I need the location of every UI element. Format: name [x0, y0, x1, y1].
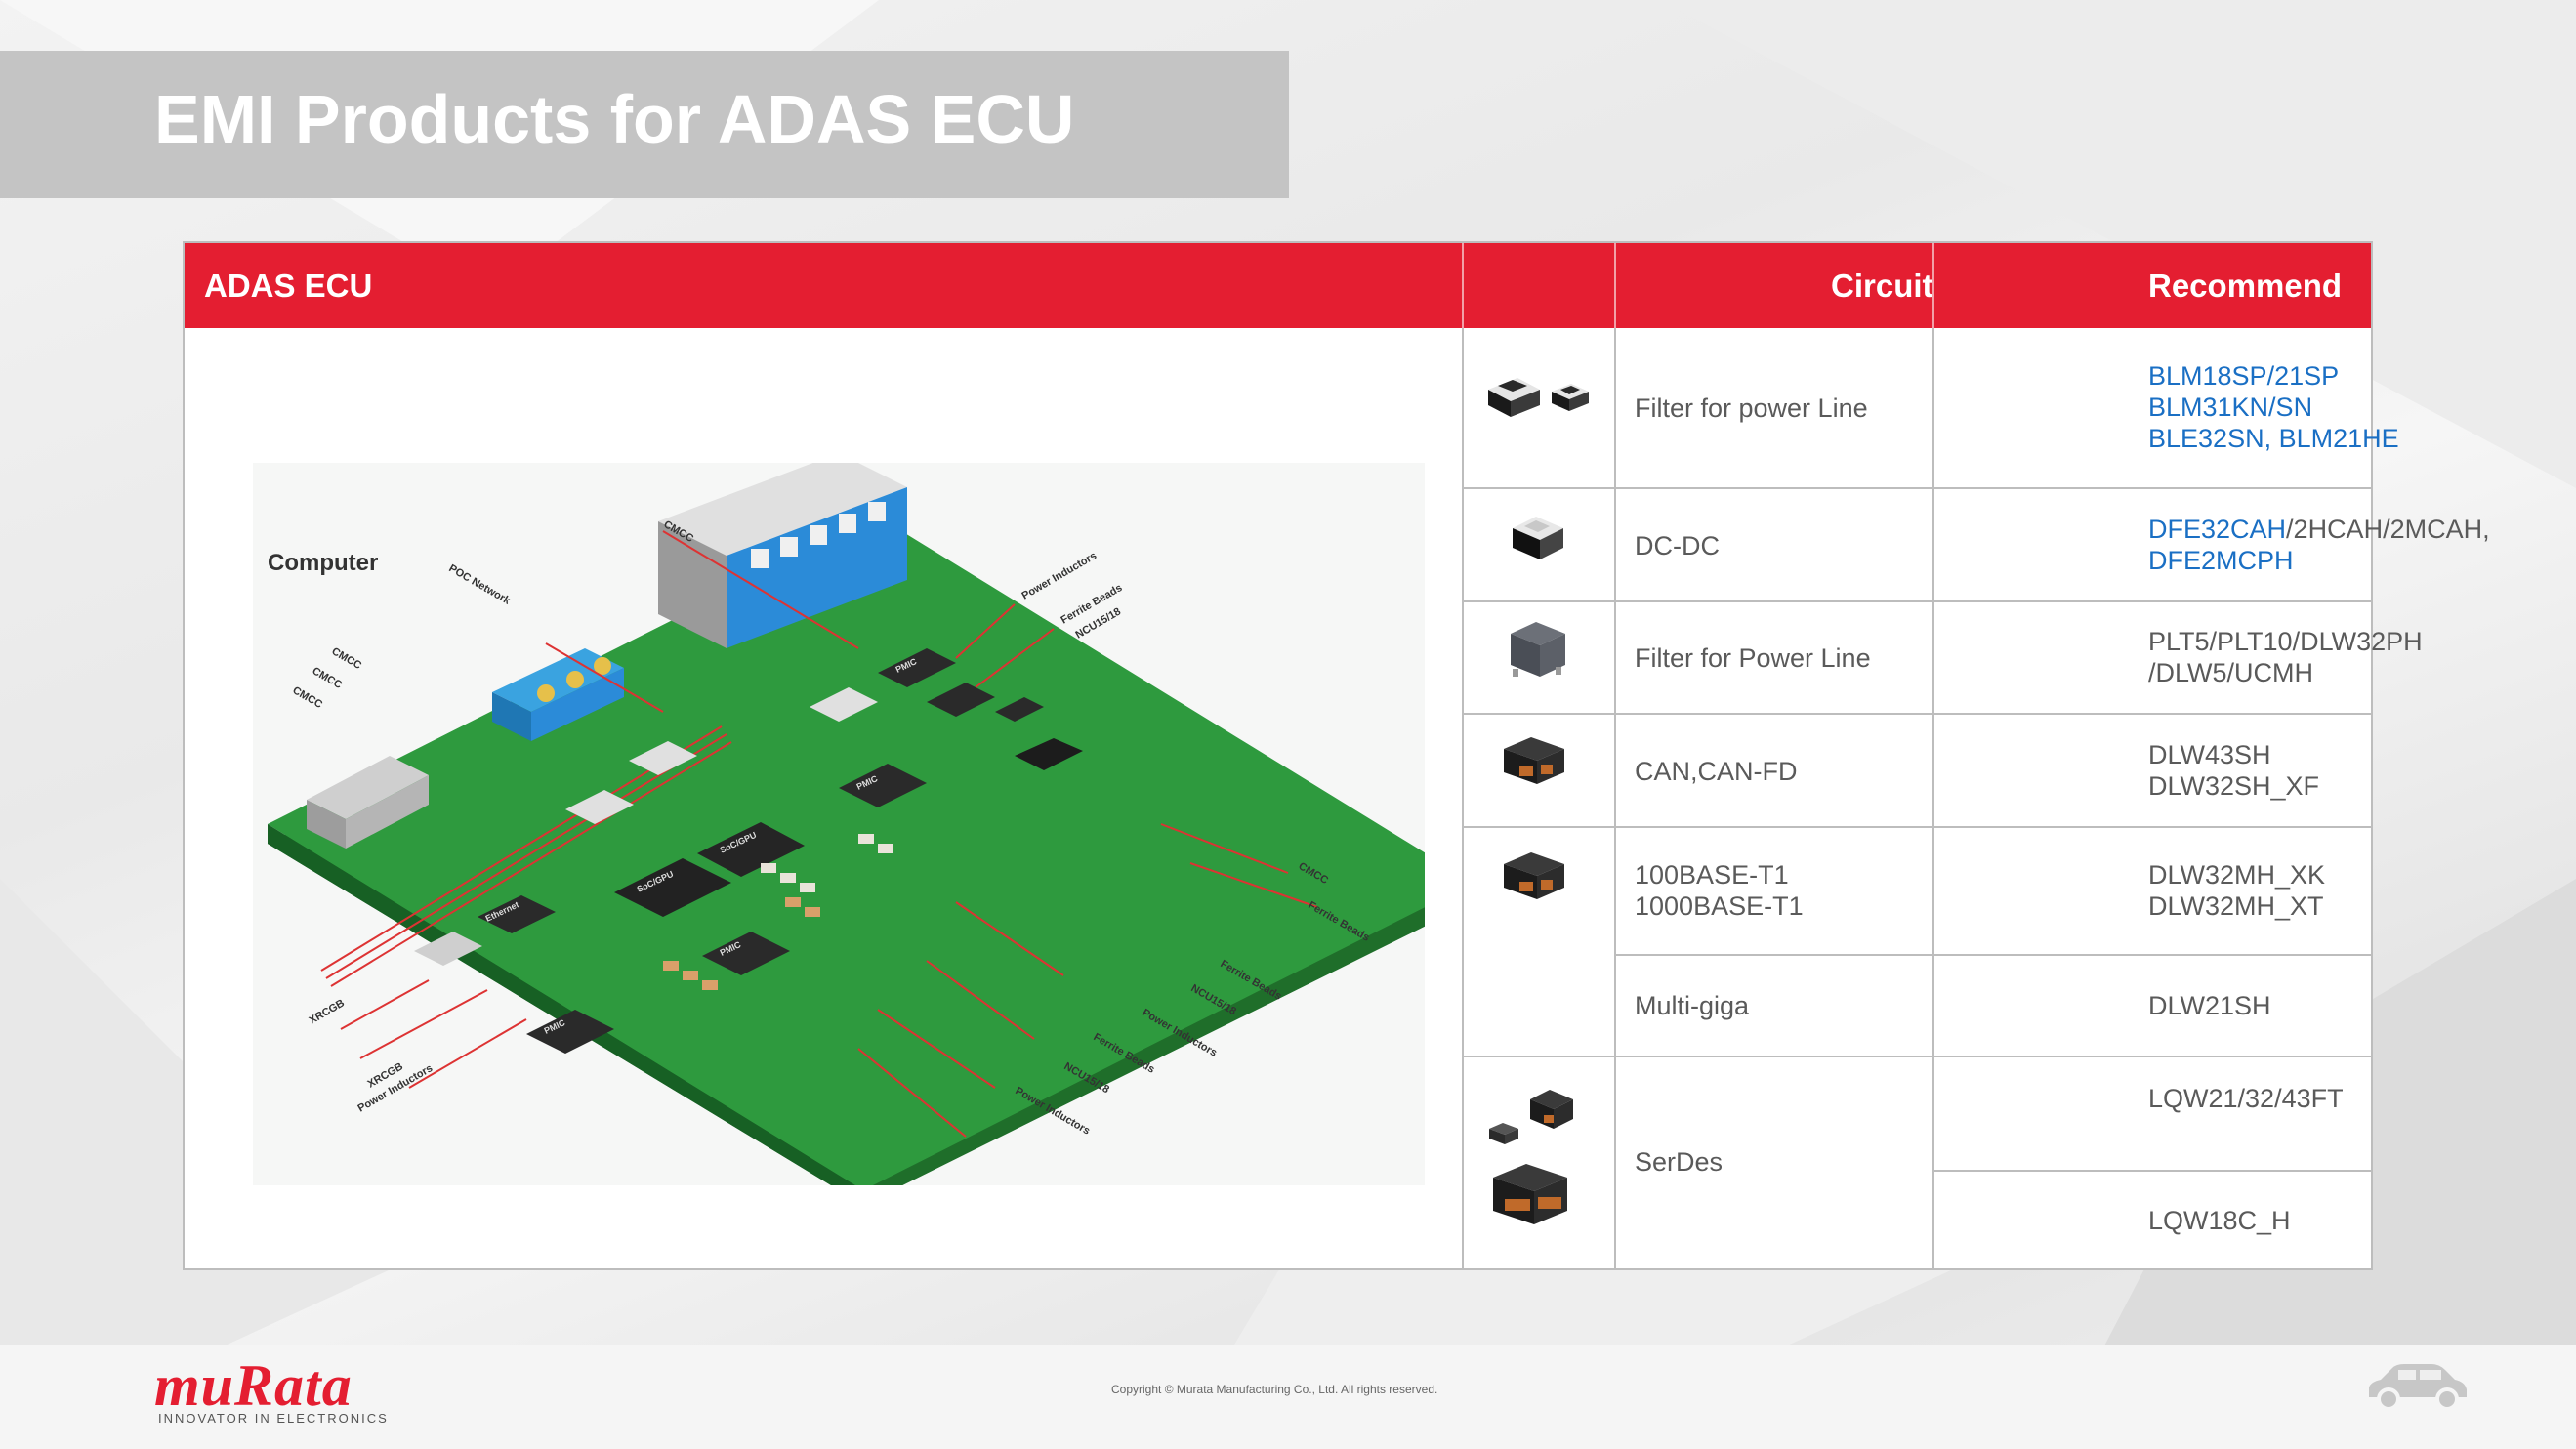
series-value: DLW43SH: [2148, 740, 2271, 769]
car-icon: [2369, 1364, 2467, 1411]
copyright-text: Copyright © Murata Manufacturing Co., Lt…: [1111, 1383, 1438, 1396]
murata-logo: muRata: [154, 1353, 353, 1418]
series-link[interactable]: BLE32SN, BLM21HE: [2148, 424, 2399, 453]
product-table: ADAS ECU Circuit Recommend Series Filter…: [183, 241, 2490, 1270]
row-divider: [1462, 1056, 2373, 1057]
series-value: DLW32MH_XK: [2148, 860, 2326, 890]
footer: [0, 1346, 2576, 1449]
header-circuit: Circuit: [1831, 268, 1933, 304]
column-divider: [1614, 328, 1616, 1270]
series-value: DLW21SH: [2148, 991, 2271, 1020]
series-value: /DLW5/UCMH: [2148, 658, 2314, 687]
circuit-serdes: SerDes: [1635, 1147, 1724, 1177]
title-banner: EMI Products for ADAS ECU: [0, 51, 1289, 198]
circuit-dc-dc: DC-DC: [1635, 531, 1720, 560]
power-inductor-icon: [1513, 517, 1563, 559]
wire-wound-inductor-icon: [1489, 1090, 1573, 1224]
row-divider: [1932, 1170, 2373, 1172]
circuit-filter-power-line: Filter for power Line: [1635, 393, 1868, 423]
series-link[interactable]: BLM18SP/21SP: [2148, 361, 2340, 391]
series-cell-row1: BLM18SP/21SP BLM31KN/SN BLE32SN, BLM21HE: [2148, 360, 2399, 454]
header-divider: [1614, 243, 1616, 328]
header-recommend-series: Recommend Series: [2148, 268, 2343, 389]
series-text: /2HCAH/2MCAH,: [2286, 515, 2490, 544]
series-cell-row4: DLW43SH DLW32SH_XF: [2148, 739, 2319, 802]
chip-ferrite-bead-icon: [1488, 378, 1589, 417]
row-divider: [1462, 826, 2373, 828]
series-cell-row3: PLT5/PLT10/DLW32PH /DLW5/UCMH: [2148, 626, 2423, 688]
circuit-can-fd: CAN,CAN-FD: [1635, 757, 1798, 786]
series-cell-row6: DLW21SH: [2148, 990, 2271, 1021]
circuit-value: 1000BASE-T1: [1635, 891, 1804, 921]
header-divider: [1462, 243, 1464, 328]
circuit-base-t1: 100BASE-T1 1000BASE-T1: [1635, 859, 1804, 922]
circuit-value: 100BASE-T1: [1635, 860, 1789, 890]
series-link[interactable]: DFE32CAH: [2148, 515, 2287, 544]
column-divider: [1462, 328, 1464, 1270]
wire-wound-choke-icon: [1504, 737, 1564, 784]
adas-ecu-pcb-diagram: Computer CMCC POC Network CMCC CMCC CMCC…: [253, 463, 1425, 1185]
common-mode-choke-block-icon: [1511, 622, 1565, 677]
series-value: LQW18C_H: [2148, 1206, 2291, 1235]
circuit-multi-giga: Multi-giga: [1635, 991, 1750, 1020]
series-cell-row5: DLW32MH_XK DLW32MH_XT: [2148, 859, 2325, 922]
column-divider: [1932, 328, 1934, 1270]
slide-title: EMI Products for ADAS ECU: [154, 81, 1075, 157]
series-value: PLT5/PLT10/DLW32PH: [2148, 627, 2423, 656]
series-value: LQW21/32/43FT: [2148, 1084, 2344, 1113]
wire-wound-choke-icon: [1504, 852, 1564, 899]
header-adas-ecu: ADAS ECU: [204, 268, 373, 304]
row-divider: [1614, 954, 2373, 956]
series-cell-row2: DFE32CAH/2HCAH/2MCAH, DFE2MCPH: [2148, 514, 2490, 576]
row-divider: [1462, 713, 2373, 715]
logo-tagline: INNOVATOR IN ELECTRONICS: [158, 1411, 389, 1426]
series-link[interactable]: BLM31KN/SN: [2148, 393, 2313, 422]
diagram-heading: Computer: [268, 550, 378, 576]
row-divider: [1462, 600, 2373, 602]
circuit-filter-power-line-2: Filter for Power Line: [1635, 643, 1871, 673]
series-value: DLW32SH_XF: [2148, 771, 2320, 801]
table-header: ADAS ECU Circuit Recommend Series: [185, 243, 2371, 389]
row-divider: [1462, 487, 2373, 489]
series-value: DLW32MH_XT: [2148, 891, 2324, 921]
series-link[interactable]: DFE2MCPH: [2148, 546, 2294, 575]
header-divider: [1932, 243, 1934, 328]
